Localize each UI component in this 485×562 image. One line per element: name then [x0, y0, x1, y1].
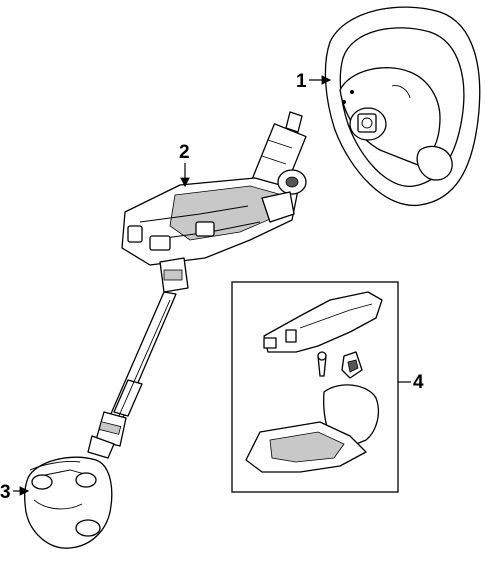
- callout-label-4: 4: [413, 372, 424, 393]
- callout-label-2: 2: [179, 142, 190, 163]
- callout-1: 1: [296, 71, 332, 92]
- dash-boot-seal: [24, 456, 113, 549]
- steering-wheel: [324, 6, 481, 206]
- callout-label-3: 3: [0, 482, 11, 503]
- callout-3: 3: [0, 482, 30, 503]
- callout-4: 4: [398, 372, 424, 393]
- column-cover-box: [231, 281, 399, 493]
- callout-2: 2: [179, 142, 190, 188]
- steering-column: [121, 111, 307, 293]
- intermediate-shaft: [87, 291, 177, 459]
- callout-label-1: 1: [296, 71, 307, 92]
